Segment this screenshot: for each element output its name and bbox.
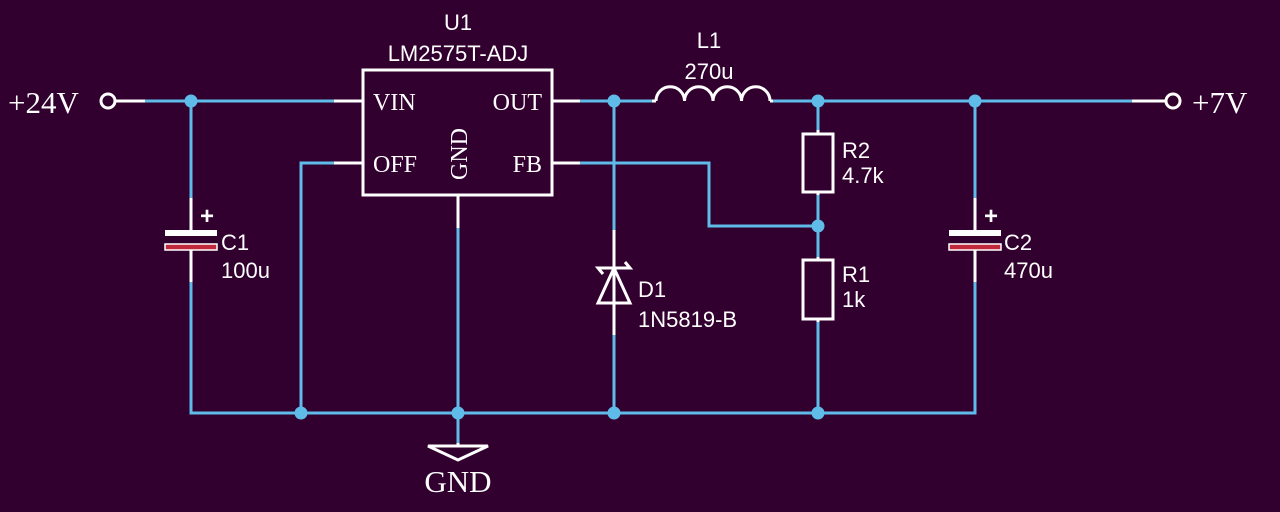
u1-pin-label-gnd: GND (447, 128, 473, 180)
d1-ref: D1 (638, 277, 666, 302)
r1-value: 1k (842, 287, 866, 312)
junction-dot (607, 406, 621, 420)
u1-pin-label-off: OFF (373, 152, 417, 178)
ground-label: GND (424, 464, 491, 499)
junction-dot (184, 94, 198, 108)
u1-value: LM2575T-ADJ (388, 41, 529, 66)
c1-plate-positive (165, 230, 217, 236)
r2-ref: R2 (842, 138, 870, 163)
junction-dot (294, 406, 308, 420)
d1-value: 1N5819-B (638, 307, 737, 332)
junctions (184, 94, 982, 420)
c1-ref: C1 (221, 230, 249, 255)
r1-body (801, 258, 835, 321)
output-port-terminal (1164, 92, 1182, 110)
d1-triangle (595, 264, 633, 305)
c2-value: 470u (1004, 258, 1053, 283)
output-port-label: +7V (1192, 85, 1248, 120)
d1-diode: D1 1N5819-B (594, 230, 737, 335)
c2-plate-positive (949, 230, 1001, 236)
u1-pin-label-vin: VIN (373, 90, 416, 116)
r1-ref: R1 (842, 262, 870, 287)
r1-resistor: R1 1k (801, 257, 870, 322)
junction-dot (968, 94, 982, 108)
ground-symbol: GND (424, 443, 492, 499)
r2-resistor: R2 4.7k (801, 130, 885, 195)
l1-ref: L1 (697, 28, 721, 53)
u1-pin-label-fb: FB (513, 152, 542, 178)
junction-dot (811, 219, 825, 233)
junction-dot (451, 406, 465, 420)
u1-regulator: U1 LM2575T-ADJ VIN OFF OUT FB GND (334, 10, 580, 228)
c2-capacitor: + C2 470u (948, 198, 1053, 283)
l1-coil (654, 85, 772, 102)
output-port: +7V (1132, 85, 1248, 120)
r2-body (801, 132, 835, 194)
ground-triangle (427, 444, 489, 462)
u1-pin-label-out: OUT (493, 90, 543, 116)
c1-plate-negative (164, 243, 218, 251)
u1-ref: U1 (444, 10, 472, 35)
input-port-terminal (99, 92, 117, 110)
input-port-label: +24V (8, 85, 79, 120)
junction-dot (811, 406, 825, 420)
c1-capacitor: + C1 100u (164, 198, 270, 283)
junction-dot (607, 94, 621, 108)
input-port: +24V (8, 85, 145, 120)
c2-plate-negative (948, 243, 1002, 251)
c1-polarity-mark: + (200, 203, 214, 230)
c2-ref: C2 (1004, 230, 1032, 255)
c1-value: 100u (221, 258, 270, 283)
d1-cathode-bar (594, 261, 634, 275)
r2-value: 4.7k (842, 163, 885, 188)
junction-dot (811, 94, 825, 108)
l1-value: 270u (685, 59, 734, 84)
l1-inductor: L1 270u (652, 28, 773, 103)
wires (114, 99, 1134, 445)
c2-polarity-mark: + (984, 203, 998, 230)
